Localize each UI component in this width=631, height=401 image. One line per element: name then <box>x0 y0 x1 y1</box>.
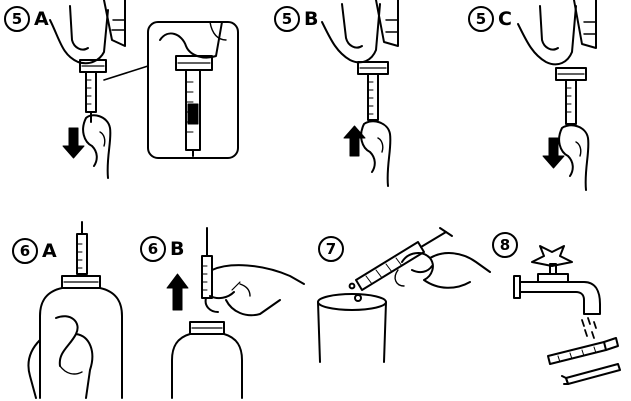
bottle <box>171 333 243 399</box>
step-5a-label: 5 A <box>4 6 49 32</box>
inset-detail-box <box>147 21 239 159</box>
step-number: 7 <box>318 236 344 262</box>
step-letter: C <box>498 8 512 30</box>
tap-handle <box>531 245 573 267</box>
panel-8-illustration <box>513 245 621 385</box>
step-letter: B <box>170 238 185 260</box>
panel-6b-illustration <box>166 227 305 399</box>
step-6a-label: 6 A <box>12 238 57 264</box>
hand <box>204 264 305 317</box>
step-letter: A <box>42 240 57 262</box>
step-5b-label: 5 B <box>274 6 318 32</box>
step-number: 6 <box>140 236 166 262</box>
lower-hand <box>558 124 590 191</box>
panel-6a-illustration <box>27 221 123 399</box>
drop <box>354 294 362 302</box>
bottle-cap <box>189 321 225 335</box>
syringe-barrel <box>547 341 607 365</box>
panel-5b-illustration <box>321 0 399 187</box>
step-number: 8 <box>492 232 518 258</box>
cup <box>317 301 387 363</box>
syringe-barrel <box>565 79 577 125</box>
syringe-barrel <box>85 71 97 113</box>
panel-7-illustration <box>317 227 491 363</box>
step-number: 5 <box>274 6 300 32</box>
syringe-plunger <box>565 363 621 385</box>
step-number: 5 <box>4 6 30 32</box>
upper-hand <box>321 3 381 64</box>
panel-5a-illustration <box>49 0 239 179</box>
syringe-barrel <box>201 255 213 299</box>
step-7-label: 7 <box>318 236 344 262</box>
syringe-barrel <box>355 241 425 291</box>
arrow-down-icon <box>542 137 565 169</box>
water-drop <box>581 317 597 339</box>
step-5c-label: 5 C <box>468 6 512 32</box>
step-number: 6 <box>12 238 38 264</box>
tap <box>519 281 601 315</box>
step-number: 5 <box>468 6 494 32</box>
step-letter: A <box>34 8 49 30</box>
syringe-barrel <box>367 73 379 121</box>
arrow-down-icon <box>62 127 85 159</box>
lower-hand <box>360 120 392 187</box>
drop <box>348 282 356 290</box>
cup-rim <box>317 293 387 311</box>
bottle <box>39 287 123 399</box>
arrow-up-icon <box>166 273 189 311</box>
arrow-up-icon <box>343 125 366 157</box>
bottle-cap <box>61 275 101 289</box>
upper-hand <box>517 5 577 66</box>
upper-hand <box>49 9 109 65</box>
step-6b-label: 6 B <box>140 236 184 262</box>
panel-5c-illustration <box>517 0 597 191</box>
lower-hand <box>82 114 112 179</box>
hand <box>27 315 94 399</box>
hand <box>401 252 491 289</box>
step-8-label: 8 <box>492 232 518 258</box>
step-letter: B <box>304 8 319 30</box>
